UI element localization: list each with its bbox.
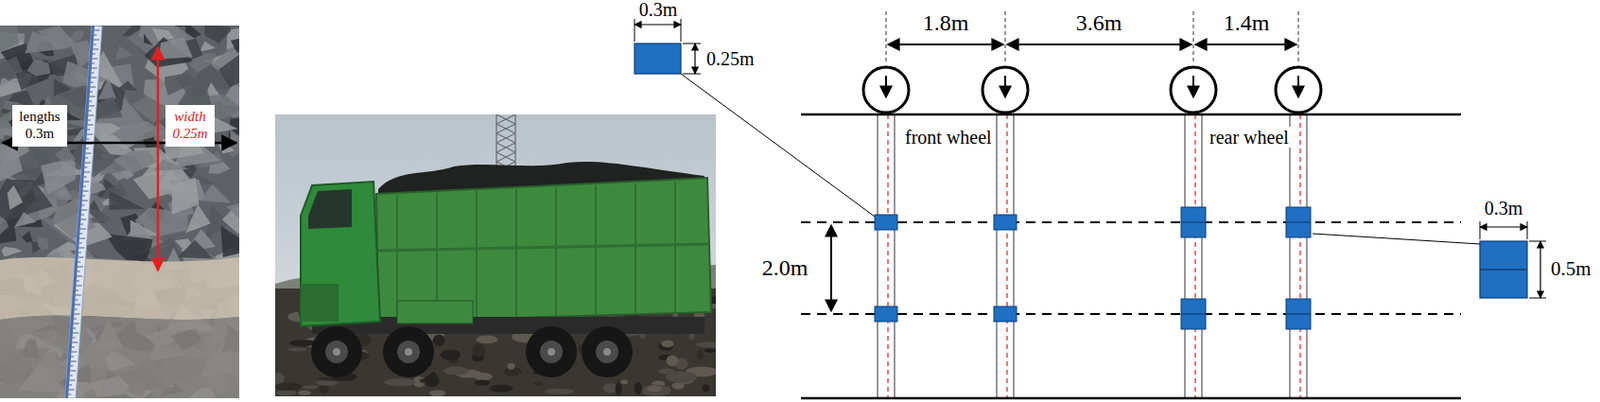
dimension-label: 0.5m: [1548, 258, 1594, 280]
dimension-label: 1.4m: [1221, 10, 1272, 35]
wheel-layout-schematic: [634, 11, 1547, 399]
dimension-label: 2.0m: [760, 255, 811, 280]
dimension-label: 0.3m: [1482, 197, 1526, 219]
label-text: width 0.25m: [172, 107, 208, 142]
length-label-box: lengths 0.3m: [12, 104, 68, 147]
rock-photo: [0, 25, 240, 399]
part-name: front wheel: [903, 126, 994, 148]
width-label-box: width 0.25m: [165, 104, 215, 147]
dimension-label: 0.25m: [704, 48, 757, 70]
truck-photo: [275, 114, 716, 397]
dimension-label: 0.3m: [637, 0, 680, 20]
label-text: lengths 0.3m: [18, 107, 60, 142]
dimension-label: 3.6m: [1074, 10, 1125, 35]
dimension-label: 1.8m: [921, 10, 972, 35]
part-name: rear wheel: [1207, 126, 1291, 148]
